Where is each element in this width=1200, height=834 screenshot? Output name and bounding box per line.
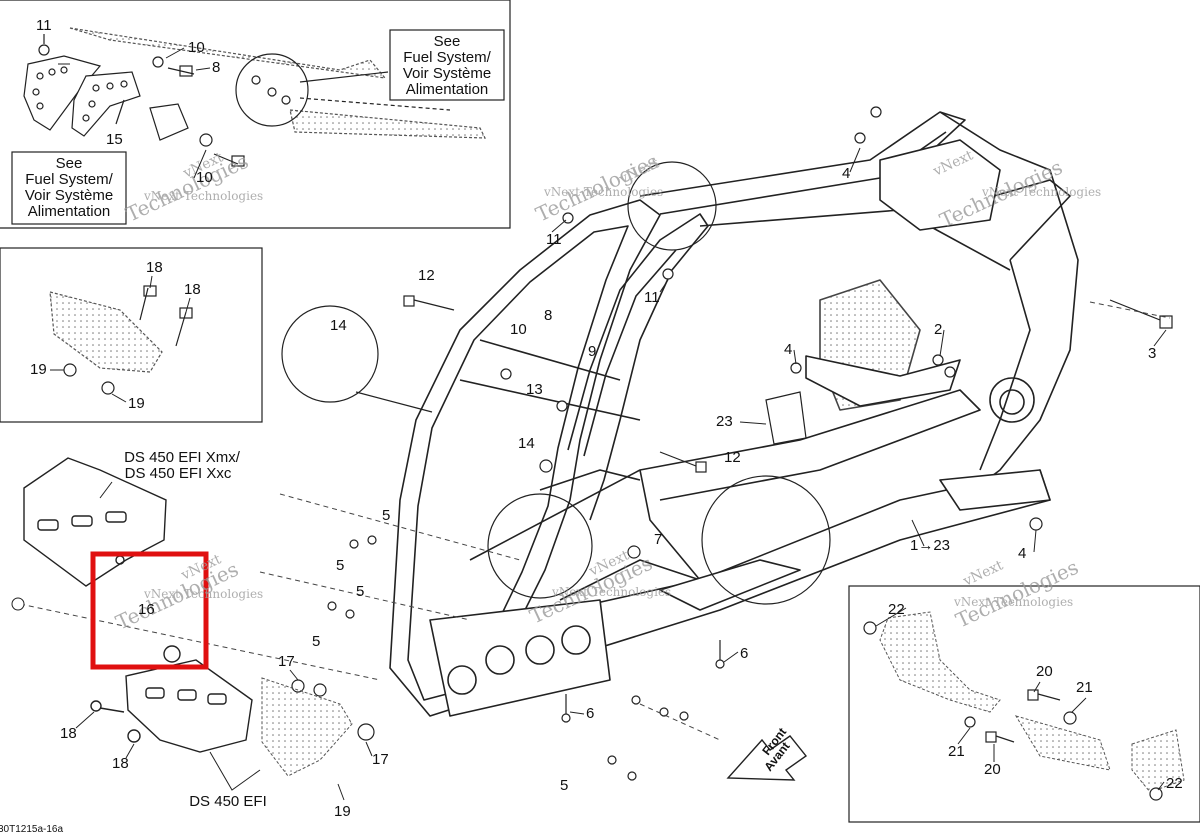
label-leaders xyxy=(50,47,1167,801)
part-label: 14 xyxy=(330,317,347,334)
wm-1b: Technologies xyxy=(122,149,252,227)
note-line-2: Fuel System/ xyxy=(403,49,491,66)
part-label: 5 xyxy=(560,777,568,794)
front-arrow: Front Avant xyxy=(726,725,808,781)
fasteners xyxy=(291,106,1173,781)
part-label: 4 xyxy=(1018,545,1026,562)
part-label: 4 xyxy=(842,165,850,182)
fuel-system-note-top: See Fuel System/ Voir Système Alimentati… xyxy=(389,29,505,101)
wm-6b: Technologies xyxy=(952,555,1082,633)
fuel-system-note-left: See Fuel System/ Voir Système Alimentati… xyxy=(11,151,127,225)
part-label: 5 xyxy=(336,557,344,574)
part-label: 16 xyxy=(138,601,155,618)
part-label: 23 xyxy=(716,413,733,430)
variant-efi-label: DS 450 EFI xyxy=(189,793,267,810)
skid-bracket-inset-drawing xyxy=(49,285,193,395)
part-label: 18 xyxy=(60,725,77,742)
part-label: 11 xyxy=(546,231,562,248)
wm-1c: vNext Technologies xyxy=(143,189,263,203)
part-label: 21 xyxy=(948,743,965,760)
part-label: 12 xyxy=(418,267,435,284)
part-label: 10 xyxy=(188,39,205,56)
part-label: 11 xyxy=(36,17,52,34)
part-label: 18 xyxy=(146,259,163,276)
part-label: 2 xyxy=(934,321,942,338)
part-label: 6 xyxy=(740,645,748,662)
part-label: 1→23 xyxy=(910,537,950,554)
part-label: 21 xyxy=(1076,679,1093,696)
part-label: 17 xyxy=(372,751,389,768)
part-label: 15 xyxy=(106,131,123,148)
note-line-1: See xyxy=(56,155,83,172)
rear-inset-fasteners xyxy=(863,621,1163,801)
part-label: 11 xyxy=(644,289,660,306)
wm-3c: vNext Technologies xyxy=(981,185,1101,199)
part-label: 10 xyxy=(196,169,213,186)
reference-code: 30T1215a-16a xyxy=(0,824,63,834)
wm-6c: vNext Technologies xyxy=(953,595,1073,609)
skid-bracket-lower xyxy=(90,645,253,753)
part-label: 12 xyxy=(724,449,741,466)
part-label: 8 xyxy=(544,307,552,324)
rear-bracket-inset-drawing xyxy=(879,611,1185,793)
inset-top-left xyxy=(0,0,511,229)
part-label: 14 xyxy=(518,435,535,452)
part-label: 5 xyxy=(382,507,390,524)
part-label: 10 xyxy=(510,321,527,338)
part-label: 20 xyxy=(1036,663,1053,680)
part-label: 6 xyxy=(586,705,594,722)
part-label: 18 xyxy=(184,281,201,298)
variant-xmx-label: DS 450 EFI Xmx/ xyxy=(124,449,241,466)
callout-circles xyxy=(281,161,831,605)
part-label: 18 xyxy=(112,755,129,772)
part-label: 17 xyxy=(278,653,295,670)
part-label: 19 xyxy=(334,803,351,820)
note-line-2: Fuel System/ xyxy=(25,171,113,188)
inset-left-middle xyxy=(0,247,263,423)
part-label: 3 xyxy=(1148,345,1156,362)
part-label: 8 xyxy=(212,59,220,76)
note-line-4: Alimentation xyxy=(28,203,111,220)
variant-xxc-label: DS 450 EFI Xxc xyxy=(125,465,232,482)
fuel-bracket-assembly xyxy=(23,27,486,167)
dashed-leaders xyxy=(19,301,1171,741)
note-line-3: Voir Système xyxy=(25,187,113,204)
highlight-box xyxy=(90,551,209,670)
note-line-1: See xyxy=(434,33,461,50)
part-label: 5 xyxy=(312,633,320,650)
skid-bracket-dotted xyxy=(261,677,353,777)
inset-bottom-right xyxy=(848,585,1200,823)
variant-labels: DS 450 EFI Xmx/ DS 450 EFI Xxc DS 450 EF… xyxy=(124,449,267,810)
part-label: 5 xyxy=(356,583,364,600)
main-frame xyxy=(389,111,1079,717)
part-label: 7 xyxy=(654,531,662,548)
wm-2c: vNext Technologies xyxy=(543,185,663,199)
part-label: 9 xyxy=(588,343,596,360)
note-line-4: Alimentation xyxy=(406,81,489,98)
wm-5c: vNext Technologies xyxy=(551,585,671,599)
part-label: 22 xyxy=(1166,775,1183,792)
part-label: 19 xyxy=(128,395,145,412)
wm-6a: vNext xyxy=(960,557,1006,590)
part-label: 20 xyxy=(984,761,1001,778)
variant-leaders xyxy=(11,481,261,791)
part-label: 19 xyxy=(30,361,47,378)
part-label: 22 xyxy=(888,601,905,618)
note-line-3: Voir Système xyxy=(403,65,491,82)
part-label: 4 xyxy=(784,341,792,358)
wm-4c: vNext Technologies xyxy=(143,587,263,601)
part-label: 13 xyxy=(526,381,543,398)
part-labels: 11 10 8 15 10 18 18 19 19 14 12 11 11 8 … xyxy=(30,17,1183,820)
